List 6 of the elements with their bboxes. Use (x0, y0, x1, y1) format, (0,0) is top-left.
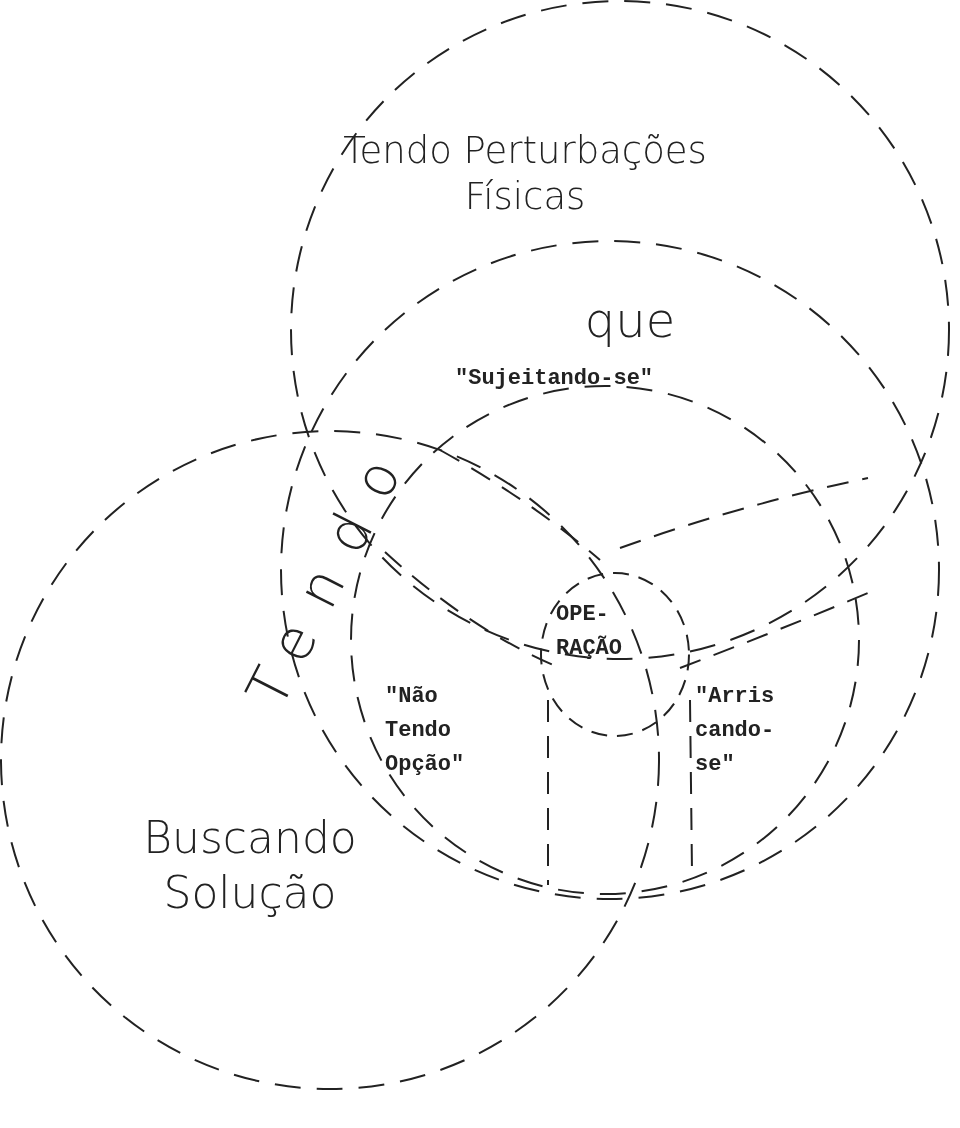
circle-label: Tendo Perturbações Físicas (342, 128, 708, 221)
region-label: "Arris cando- se" (695, 683, 775, 780)
region-label: "Sujeitando-se" (455, 365, 654, 393)
circle-label: Buscando Solução (142, 811, 358, 920)
circle-label: OPE- RAÇÃO (556, 601, 622, 664)
circle-label: que (583, 291, 677, 350)
